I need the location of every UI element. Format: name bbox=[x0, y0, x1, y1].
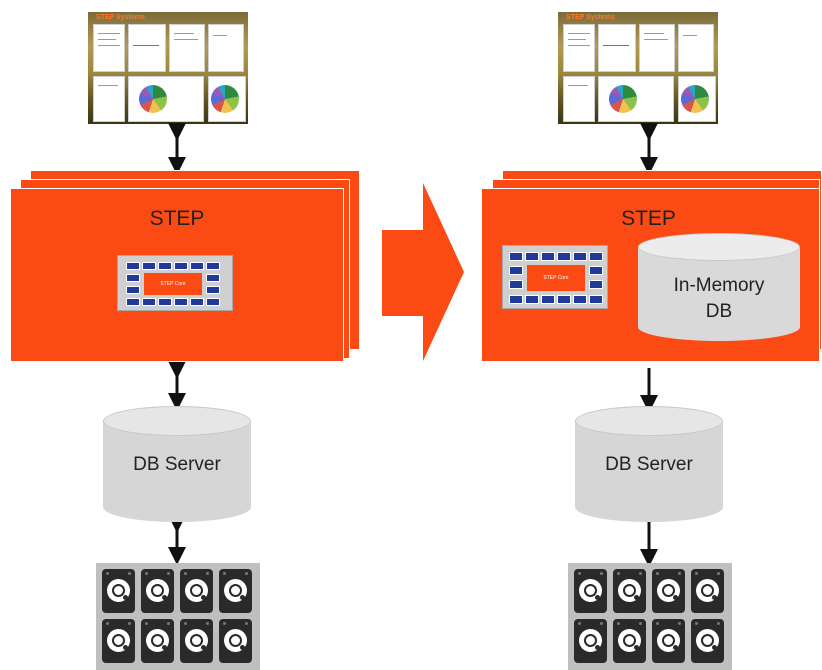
hard-drive-icon bbox=[652, 569, 685, 613]
hard-drive-icon bbox=[141, 569, 174, 613]
in-memory-db-cylinder: In-Memory DB bbox=[638, 233, 800, 343]
left-step-title: STEP bbox=[149, 207, 205, 230]
thumbnail-chart-card bbox=[678, 76, 716, 122]
hard-drive-icon bbox=[102, 569, 135, 613]
hard-drive-icon bbox=[652, 619, 685, 663]
thumbnail-card bbox=[563, 76, 595, 122]
right-db-server-label: DB Server bbox=[605, 454, 693, 475]
thumbnail-card bbox=[678, 24, 714, 72]
thumbnail-chart-card bbox=[128, 76, 204, 122]
left-disk-array bbox=[96, 563, 260, 670]
thumbnail-card bbox=[639, 24, 675, 72]
right-core-label: STEP Core bbox=[543, 275, 569, 281]
left-step-core-diagram: STEP Core bbox=[117, 255, 233, 311]
thumbnail-card bbox=[128, 24, 166, 72]
thumbnail-card bbox=[93, 24, 125, 72]
thumbnail-chart-card bbox=[208, 76, 246, 122]
hard-drive-icon bbox=[574, 619, 607, 663]
hard-drive-icon bbox=[574, 569, 607, 613]
in-memory-db-label-line2: DB bbox=[705, 301, 733, 322]
hard-drive-icon bbox=[141, 619, 174, 663]
hard-drive-icon bbox=[691, 619, 724, 663]
thumbnail-card bbox=[93, 76, 125, 122]
right-dashboard-screenshot: STEP Systems bbox=[558, 12, 718, 124]
hard-drive-icon bbox=[102, 619, 135, 663]
left-dashboard-screenshot: STEP Systems bbox=[88, 12, 248, 124]
transition-arrow bbox=[382, 183, 464, 361]
thumbnail-card bbox=[598, 24, 636, 72]
left-db-server-cylinder: DB Server bbox=[103, 406, 251, 524]
left-core-label: STEP Core bbox=[160, 281, 186, 287]
in-memory-db-label-line1: In-Memory bbox=[673, 275, 765, 296]
right-db-server-cylinder: DB Server bbox=[575, 406, 723, 524]
thumbnail-card bbox=[208, 24, 244, 72]
thumbnail-card bbox=[169, 24, 205, 72]
left-db-server-label: DB Server bbox=[133, 454, 221, 475]
right-step-title: STEP bbox=[621, 207, 676, 230]
thumbnail-card bbox=[563, 24, 595, 72]
hard-drive-icon bbox=[613, 569, 646, 613]
hard-drive-icon bbox=[219, 619, 252, 663]
hard-drive-icon bbox=[691, 569, 724, 613]
thumbnail-chart-card bbox=[598, 76, 674, 122]
left-step-panel: STEP STEP Core bbox=[10, 188, 344, 362]
hard-drive-icon bbox=[180, 619, 213, 663]
thumbnail-logo: STEP Systems bbox=[96, 14, 145, 21]
right-step-panel: STEP STEP Core In-Memory DB bbox=[481, 188, 820, 362]
hard-drive-icon bbox=[613, 619, 646, 663]
hard-drive-icon bbox=[219, 569, 252, 613]
thumbnail-logo: STEP Systems bbox=[566, 14, 615, 21]
right-disk-array bbox=[568, 563, 732, 670]
right-step-core-diagram: STEP Core bbox=[502, 245, 608, 309]
hard-drive-icon bbox=[180, 569, 213, 613]
